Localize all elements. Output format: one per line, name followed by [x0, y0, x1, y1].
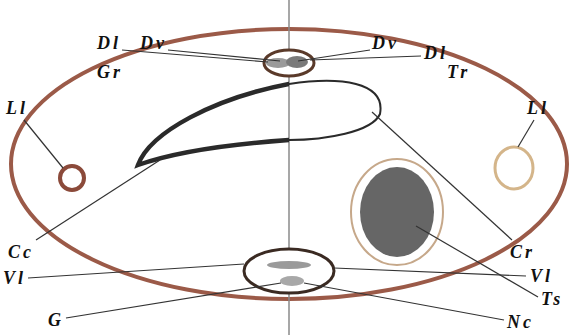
ventral-tissue: [267, 261, 311, 269]
part-label: Gr: [97, 62, 123, 82]
leader-line: [304, 283, 504, 320]
part-label: G: [48, 310, 64, 330]
part-label: Dv: [372, 33, 399, 53]
leader-line: [416, 226, 538, 297]
leader-line: [372, 112, 512, 240]
part-label: Dl: [97, 33, 121, 53]
part-label: Vl: [530, 266, 553, 286]
part-label: Ts: [541, 289, 563, 309]
part-label: Ll: [527, 98, 549, 118]
leader-line: [66, 283, 281, 318]
dorsal-cord: [264, 50, 314, 76]
part-label: Cr: [510, 242, 535, 262]
leader-line: [334, 268, 526, 276]
gonad-outer: [351, 159, 443, 265]
leader-line: [28, 264, 244, 278]
part-label: Ll: [6, 98, 28, 118]
part-label: Dv: [140, 33, 167, 53]
gonad-inner: [360, 167, 434, 257]
canal-left: [138, 81, 289, 165]
leader-line: [518, 120, 534, 147]
part-label: Vl: [3, 268, 26, 288]
leader-lines: [24, 50, 538, 320]
part-label: Nc: [507, 312, 534, 332]
part-label: Dl: [424, 43, 448, 63]
lateral-line-left: [60, 166, 84, 190]
leader-line: [36, 160, 160, 240]
lateral-line-right: [495, 147, 533, 189]
ventral-nerve: [280, 276, 304, 286]
dorsal-tissue: [286, 56, 308, 68]
leader-line: [168, 50, 280, 61]
canal-right: [289, 81, 381, 165]
part-label: Tr: [447, 62, 470, 82]
leader-line: [24, 120, 63, 168]
leader-line: [310, 56, 421, 60]
part-label: Cc: [8, 242, 34, 262]
